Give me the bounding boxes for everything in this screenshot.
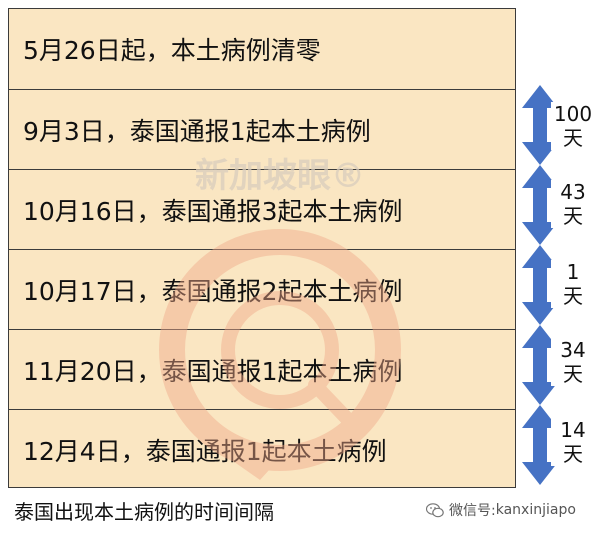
row-text: 5月26日起，本土病例清零 — [23, 36, 321, 65]
timeline-row: 12月4日，泰国通报1起本土病例 — [9, 409, 515, 489]
row-text: 10月16日，泰国通报3起本土病例 — [23, 196, 403, 226]
interval-value: 14 — [560, 418, 586, 442]
timeline-row: 10月17日，泰国通报2起本土病例 — [9, 249, 515, 329]
double-arrow-icon — [522, 85, 558, 165]
timeline-box: 5月26日起，本土病例清零 9月3日，泰国通报1起本土病例 10月16日，泰国通… — [8, 8, 516, 488]
row-text: 10月17日，泰国通报2起本土病例 — [23, 276, 403, 306]
credit-prefix: 微信号: — [449, 503, 496, 519]
double-arrow-icon — [522, 325, 558, 405]
wechat-credit: 微信号:kanxinjiapo — [426, 500, 576, 520]
row-text: 11月20日，泰国通报1起本土病例 — [23, 356, 403, 386]
timeline-row: 10月16日，泰国通报3起本土病例 — [9, 169, 515, 249]
double-arrow-icon — [522, 245, 558, 325]
double-arrow-icon — [522, 165, 558, 245]
wechat-icon — [426, 502, 444, 517]
interval-value: 43 — [560, 180, 586, 204]
interval-label: 34 天 — [551, 338, 595, 386]
timeline-row: 5月26日起，本土病例清零 — [9, 9, 515, 89]
interval-value: 100 — [553, 102, 593, 126]
row-text: 12月4日，泰国通报1起本土病例 — [23, 436, 387, 466]
interval-unit: 天 — [563, 284, 583, 308]
caption: 泰国出现本土病例的时间间隔 — [14, 500, 274, 524]
interval-label: 100 天 — [551, 102, 595, 150]
interval-unit: 天 — [563, 126, 583, 150]
interval-label: 43 天 — [551, 180, 595, 228]
interval-arrows — [522, 85, 558, 485]
interval-value: 1 — [566, 260, 580, 284]
interval-unit: 天 — [563, 442, 583, 466]
interval-label: 1 天 — [551, 260, 595, 308]
interval-unit: 天 — [563, 362, 583, 386]
interval-value: 34 — [560, 338, 586, 362]
interval-label: 14 天 — [551, 418, 595, 466]
double-arrow-icon — [522, 405, 558, 485]
timeline-row: 11月20日，泰国通报1起本土病例 — [9, 329, 515, 409]
timeline-row: 9月3日，泰国通报1起本土病例 — [9, 89, 515, 169]
credit-account: kanxinjiapo — [495, 502, 576, 518]
row-text: 9月3日，泰国通报1起本土病例 — [23, 116, 371, 146]
interval-unit: 天 — [563, 204, 583, 228]
